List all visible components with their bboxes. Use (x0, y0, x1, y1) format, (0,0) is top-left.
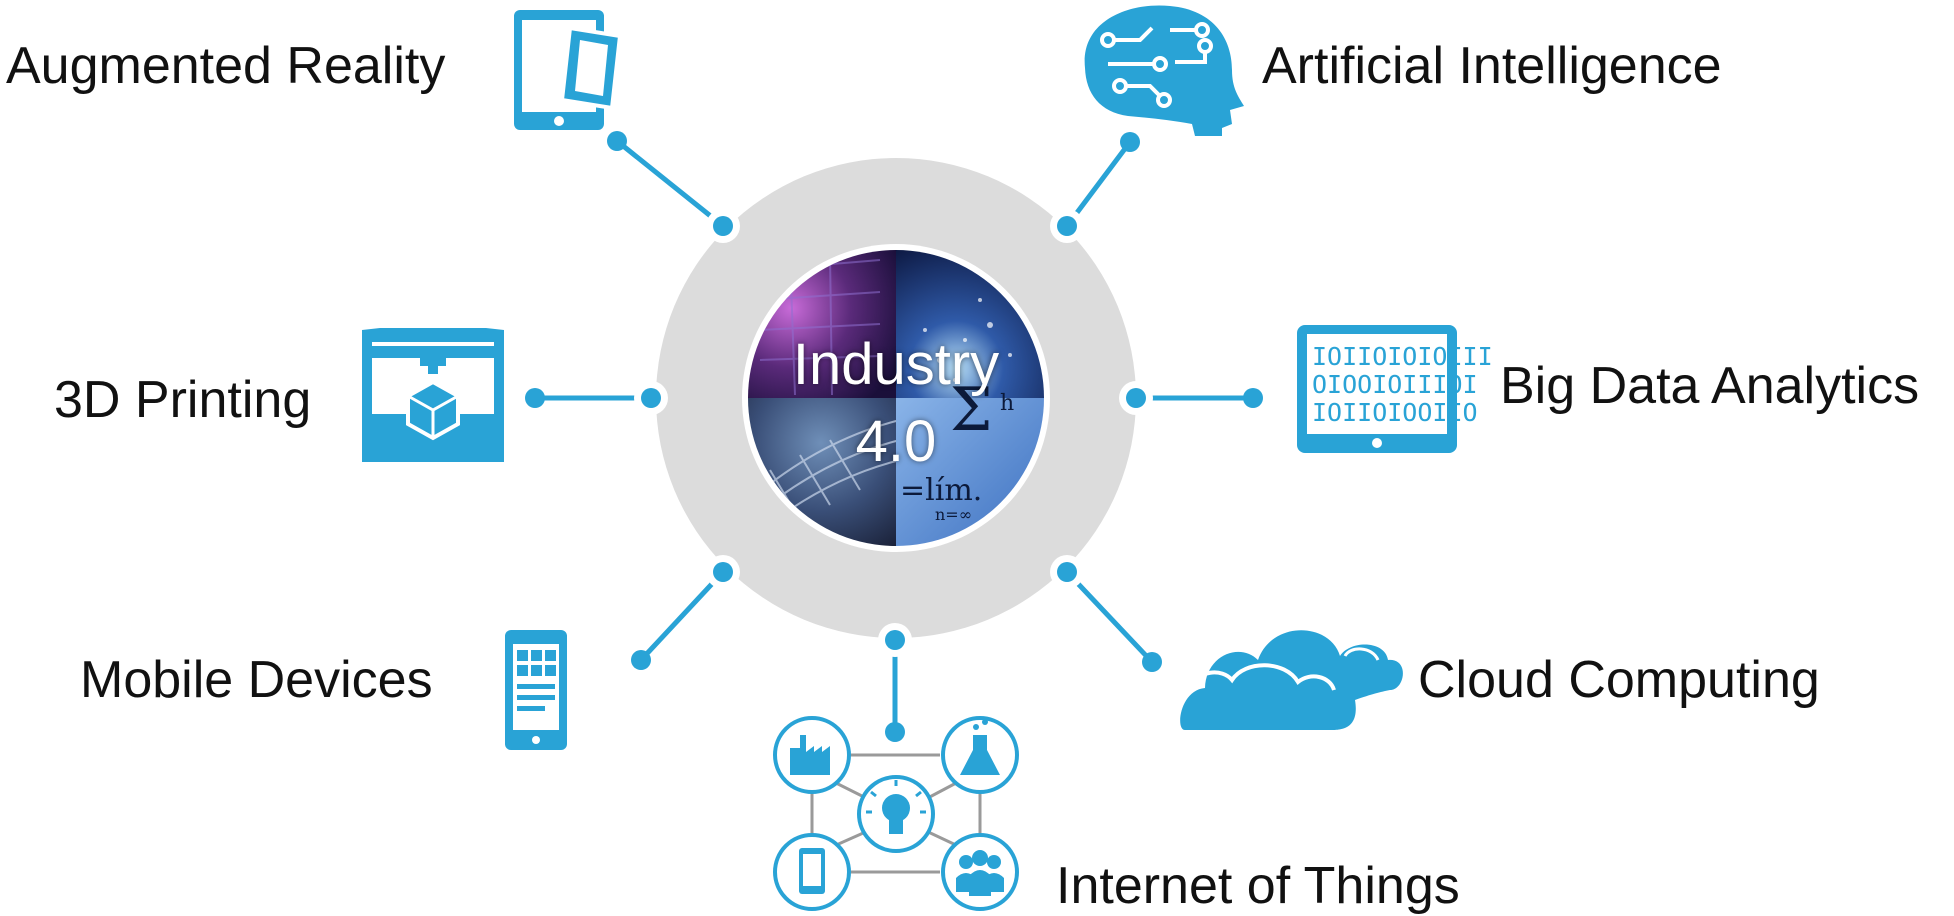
label-3d-printing: 3D Printing (54, 371, 312, 429)
binary-row-3: IOIIOIOOIIO (1312, 398, 1478, 427)
smartphone-icon (505, 630, 567, 750)
label-iot: Internet of Things (1056, 857, 1460, 915)
3d-printer-icon (362, 328, 504, 462)
factory-icon (773, 716, 851, 794)
svg-text:Σ: Σ (950, 375, 992, 445)
phone-node-icon (773, 833, 851, 911)
binary-row-1: IOIIOIOIOIII (1312, 342, 1493, 371)
label-artificial-intelligence: Artificial Intelligence (1262, 37, 1722, 95)
label-mobile-devices: Mobile Devices (80, 651, 433, 709)
label-big-data: Big Data Analytics (1500, 357, 1920, 415)
label-augmented-reality: Augmented Reality (6, 37, 446, 95)
svg-text:n=∞: n=∞ (935, 505, 972, 524)
people-icon (941, 833, 1019, 911)
hub-image: Σ =lím. n=∞ h (742, 244, 1050, 552)
binary-row-2: OIOOIOIIIOI (1312, 370, 1478, 399)
cloud-icon (1180, 630, 1403, 730)
flask-icon (941, 716, 1019, 794)
hub-title-line2: 4.0 (855, 409, 937, 474)
tablet-ar-icon (514, 10, 623, 130)
svg-text:=lím.: =lím. (900, 473, 982, 508)
iot-network-icon (773, 716, 1019, 911)
label-cloud-computing: Cloud Computing (1418, 651, 1820, 709)
binary-monitor-icon: IOIIOIOIOIII OIOOIOIIIOI IOIIOIOOIIO (1297, 325, 1493, 453)
hub-title-line1: Industry (792, 332, 1000, 397)
svg-text:h: h (1000, 391, 1014, 416)
brain-circuit-icon (1084, 5, 1244, 136)
lightbulb-icon (857, 775, 935, 853)
